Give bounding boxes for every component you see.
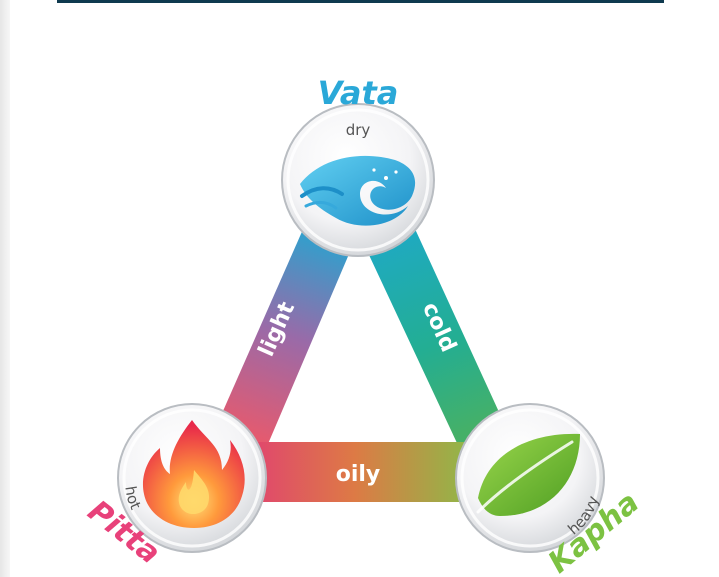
leaf-icon <box>476 433 580 516</box>
top-divider <box>57 0 664 3</box>
vata-quality: dry <box>346 121 371 139</box>
vata-node: dry Vata <box>281 74 435 257</box>
edge-label-bottom: oily <box>336 462 381 487</box>
vata-name: Vata <box>318 74 399 112</box>
flame-icon <box>142 420 245 528</box>
pitta-quality: hot <box>121 485 144 512</box>
left-edge-shadow <box>0 0 10 577</box>
edge-bar-left <box>212 218 355 458</box>
kapha-node: heavy Kapha <box>455 403 646 577</box>
wind-wave-icon <box>300 155 416 226</box>
pitta-node: hot Pitta <box>81 403 267 571</box>
edge-bar-bottom <box>250 442 470 502</box>
edge-bar-right <box>362 218 510 458</box>
